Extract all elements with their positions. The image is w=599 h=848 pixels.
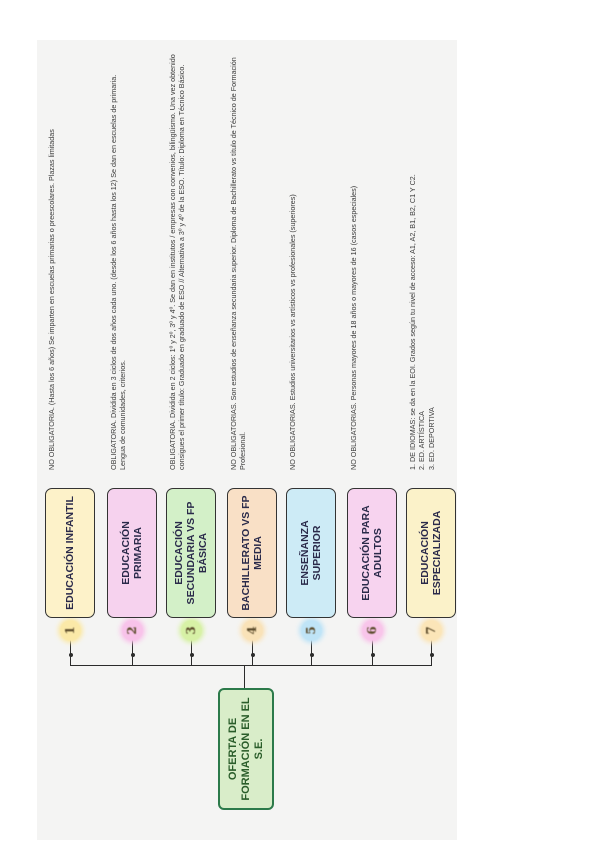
category-box: EDUCACIÓN ESPECIALIZADA — [406, 488, 456, 618]
root-node: OFERTA DE FORMACIÓN EN EL S.E. — [218, 688, 274, 810]
branch-dot — [370, 653, 375, 657]
category-description: 1. DE IDIOMAS: se da en la EOI. Grados s… — [408, 174, 436, 470]
root-connector — [244, 666, 246, 688]
step-number-badge: 5 — [300, 620, 322, 641]
category-box: ENSEÑANZA SUPERIOR — [286, 488, 336, 618]
branch-dot — [250, 653, 255, 657]
category-description: OBLIGATORIA. Dividida en 2 ciclos: 1º y … — [168, 54, 187, 470]
step-number-badge: 2 — [121, 620, 143, 641]
category-box: BACHILLERATO VS FP MEDIA — [227, 488, 277, 618]
branch-dot — [309, 653, 314, 657]
step-number-badge: 1 — [59, 620, 81, 641]
category-description: NO OBLIGATORIAS. Estudios universitarios… — [288, 194, 297, 470]
branch-dot — [189, 653, 194, 657]
branch-dot — [429, 653, 434, 657]
step-number-badge: 7 — [420, 620, 442, 641]
step-number-badge: 4 — [241, 620, 263, 641]
branch-dot — [68, 653, 73, 657]
category-description: OBLIGATORIA. Dividida en 3 ciclos de dos… — [109, 74, 128, 470]
category-description: NO OBLIGATORIA. (Hasta los 6 años) Se im… — [47, 129, 56, 470]
category-description: NO OBLIGATORIAS. Son estudios de enseñan… — [229, 57, 248, 470]
category-box: EDUCACIÓN PRIMARIA — [107, 488, 157, 618]
step-number-badge: 3 — [180, 620, 202, 641]
category-description: NO OBLIGATORIAS. Personas mayores de 18 … — [349, 185, 358, 470]
category-box: EDUCACIÓN PARA ADULTOS — [347, 488, 397, 618]
branch-dot — [130, 653, 135, 657]
spine-line — [70, 664, 431, 666]
step-number-badge: 6 — [361, 620, 383, 641]
category-box: EDUCACIÓN INFANTIL — [45, 488, 95, 618]
category-box: EDUCACIÓN SECUNDARIA VS FP BÁSICA — [166, 488, 216, 618]
